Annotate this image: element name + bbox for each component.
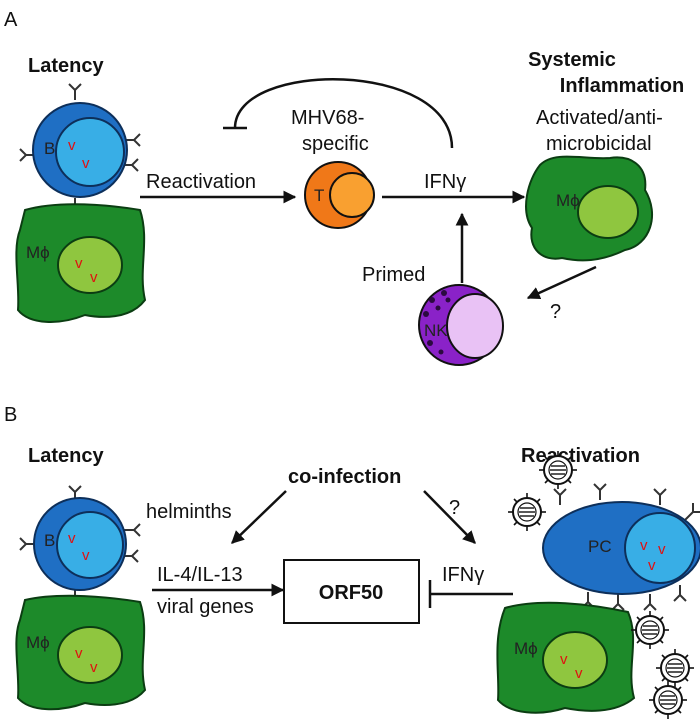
mhv68-label-line1: MHV68- — [291, 107, 364, 129]
virus-marker: v — [560, 651, 568, 668]
viral-genes-label: viral genes — [157, 596, 254, 618]
primed-label: Primed — [362, 264, 425, 286]
mphi-label-activated: Mϕ — [556, 191, 580, 210]
activated-macrophage: Mϕ — [525, 155, 654, 262]
mhv68-label-line2: specific — [302, 133, 369, 155]
macrophage-to-nk-arrow — [526, 265, 597, 300]
pc-label: PC — [588, 537, 612, 556]
orf50-label: ORF50 — [319, 582, 383, 604]
plasma-cell: PC v v v — [542, 483, 700, 611]
virus-marker: v — [658, 541, 666, 558]
orf50-box — [283, 559, 420, 624]
latent-macrophage-a: Mϕ v v — [15, 203, 147, 323]
activated-label-line1: Activated/anti- — [536, 107, 663, 129]
systemic-title-line1: Systemic — [528, 49, 616, 71]
question-a: ? — [550, 301, 561, 323]
helminths-arrow — [231, 490, 287, 544]
feedback-inhibition-arc — [233, 78, 454, 149]
virion-icon — [655, 648, 695, 688]
panel-a-latency-title: Latency — [28, 55, 104, 77]
b-cell-label-b: B — [44, 531, 55, 550]
virus-marker: v — [82, 155, 90, 172]
virus-marker: v — [82, 547, 90, 564]
nk-cell: NK — [418, 284, 504, 366]
virus-marker: v — [90, 659, 98, 676]
panel-a-letter: A — [4, 9, 18, 31]
activated-label-line2: microbicidal — [546, 133, 652, 155]
t-cell-label: T — [314, 186, 324, 205]
latent-b-cell-a: B v v — [19, 83, 141, 215]
t-cell: T — [304, 161, 375, 229]
virus-marker: v — [640, 537, 648, 554]
ifng-label-a: IFNγ — [424, 171, 466, 193]
virus-marker: v — [68, 530, 76, 547]
virus-marker: v — [75, 645, 83, 662]
mphi-label-a: Mϕ — [26, 243, 50, 262]
il4-il13-label: IL-4/IL-13 — [157, 564, 243, 586]
coinfection-ifng-arrow — [423, 490, 476, 544]
question-b: ? — [449, 497, 460, 519]
systemic-title-line2: Inflammation — [560, 75, 684, 97]
panel-b-reactivation-title: Reactivation — [521, 445, 640, 467]
virus-marker: v — [90, 269, 98, 286]
mphi-label-b: Mϕ — [26, 633, 50, 652]
virion-icon — [630, 610, 670, 650]
helminths-label: helminths — [146, 501, 232, 523]
reactivating-macrophage: Mϕ v v — [496, 601, 636, 714]
mphi-label-reactivating: Mϕ — [514, 639, 538, 658]
ifng-label-b: IFNγ — [442, 564, 484, 586]
coinfection-label: co-infection — [288, 466, 401, 488]
panel-b-latency-title: Latency — [28, 445, 104, 467]
latent-b-cell-b: B v v — [19, 485, 141, 607]
panel-b-letter: B — [4, 404, 17, 426]
virion-icon — [507, 492, 547, 532]
b-cell-label-a: B — [44, 139, 55, 158]
nk-label: NK — [424, 321, 448, 340]
reactivation-label-a: Reactivation — [146, 171, 256, 193]
virus-marker: v — [575, 665, 583, 682]
virion-icon — [648, 680, 688, 720]
virus-marker: v — [75, 255, 83, 272]
latent-macrophage-b: Mϕ v v — [15, 594, 147, 711]
virus-marker: v — [648, 557, 656, 574]
virus-marker: v — [68, 137, 76, 154]
